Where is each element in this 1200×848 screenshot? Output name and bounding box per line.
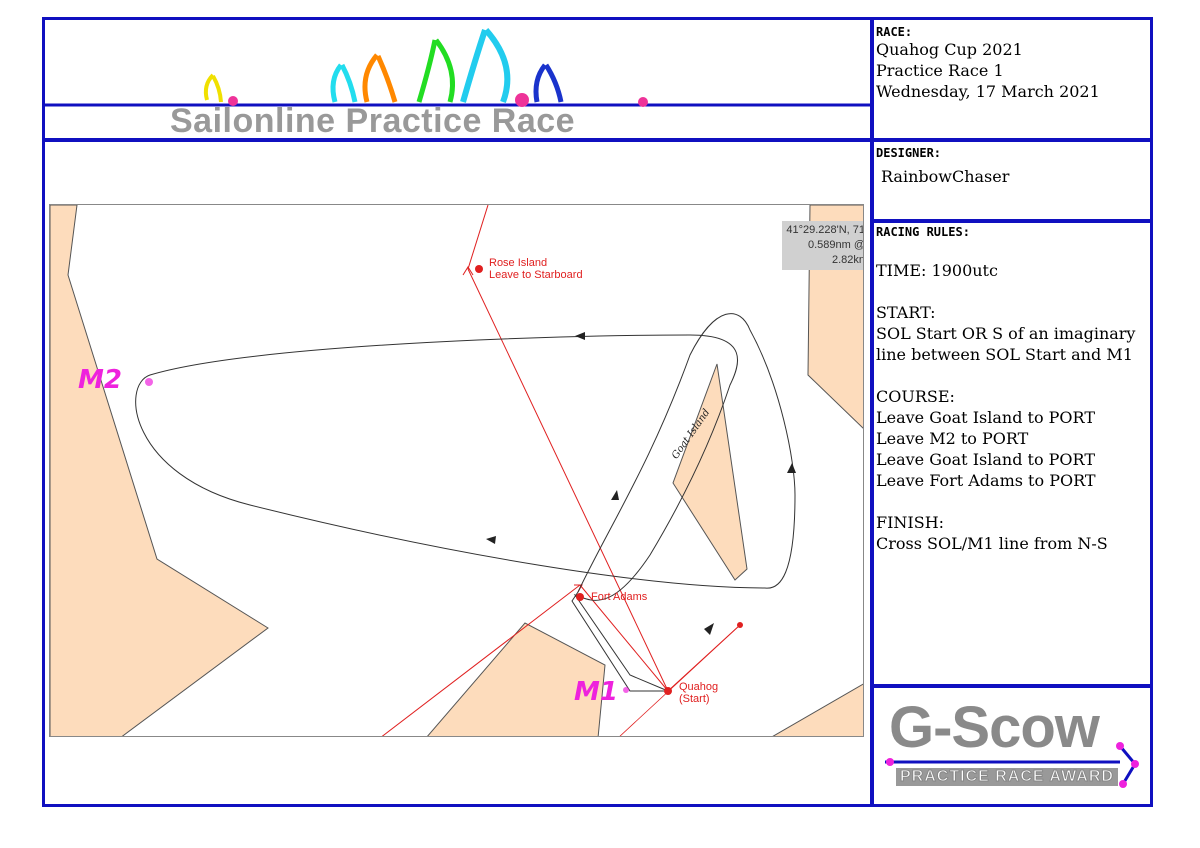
m1-mark — [623, 687, 629, 693]
rose-island-mark — [475, 265, 483, 273]
quahog-label: Quahog (Start) — [679, 681, 719, 705]
award-subtitle: PRACTICE RACE AWARD — [896, 768, 1118, 786]
banner-logo — [45, 28, 870, 107]
rules-start-line: line between SOL Start and M1 — [876, 345, 1133, 364]
m1-label: M1 — [574, 677, 618, 707]
course-map[interactable]: Rose Island Leave to Starboard Fort Adam… — [49, 204, 864, 737]
race-heading: RACE: — [876, 25, 913, 39]
coord-line: 41°29.228'N, 71 — [786, 224, 864, 236]
east-land-south — [772, 683, 863, 736]
quahog-start-mark — [664, 687, 672, 695]
award-box — [871, 685, 1153, 807]
rules-time: TIME: 1900utc — [876, 261, 998, 280]
m2-label: M2 — [78, 365, 122, 395]
fort-adams-mark — [576, 593, 584, 601]
race-subtitle: Practice Race 1 — [876, 61, 1004, 80]
rules-start-line: SOL Start OR S of an imaginary — [876, 324, 1136, 343]
coordinate-readout: 41°29.228'N, 71 0.589nm @ 2.82kn — [782, 221, 864, 270]
east-mark — [737, 622, 743, 628]
rules-course-line: Leave M2 to PORT — [876, 429, 1029, 448]
map-canvas — [50, 205, 863, 736]
banner-title: Sailonline Practice Race — [170, 102, 576, 140]
award-title: G-Scow — [889, 695, 1100, 760]
designer-heading: DESIGNER: — [876, 146, 942, 160]
rules-finish-line: Cross SOL/M1 line from N-S — [876, 534, 1108, 553]
sailed-route — [135, 313, 796, 692]
rules-course-line: Leave Fort Adams to PORT — [876, 471, 1096, 490]
rules-course-line: Leave Goat Island to PORT — [876, 408, 1095, 427]
rules-course-line: Leave Goat Island to PORT — [876, 450, 1095, 469]
coord-line: 2.82kn — [831, 254, 864, 266]
coord-line: 0.589nm @ — [807, 239, 864, 251]
south-land — [427, 622, 606, 736]
rules-finish-heading: FINISH: — [876, 513, 945, 532]
race-name: Quahog Cup 2021 — [876, 40, 1023, 59]
designer-name: RainbowChaser — [881, 167, 1010, 186]
fort-adams-label: Fort Adams — [591, 591, 648, 603]
m2-mark — [145, 378, 153, 386]
award-graphic — [885, 742, 1139, 788]
goat-island-land — [672, 363, 748, 581]
rules-course-heading: COURSE: — [876, 387, 955, 406]
rules-heading: RACING RULES: — [876, 225, 970, 239]
rules-start-heading: START: — [876, 303, 936, 322]
race-date: Wednesday, 17 March 2021 — [876, 82, 1100, 101]
rose-island-label: Rose Island Leave to Starboard — [489, 257, 583, 281]
west-shore-land — [50, 205, 269, 736]
